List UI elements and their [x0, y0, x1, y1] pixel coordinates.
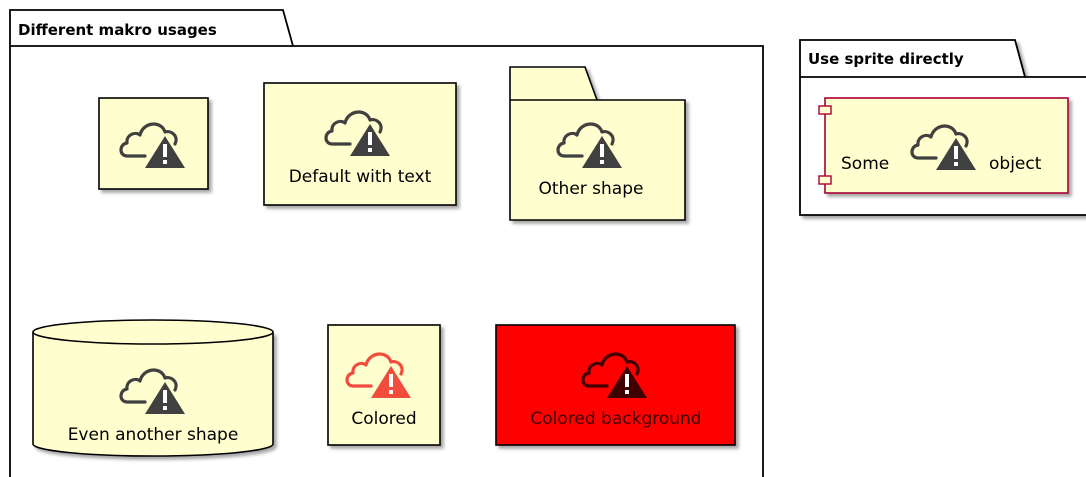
rectangle-node: Default with text	[263, 82, 457, 206]
node-label-before: Some	[841, 154, 889, 174]
node-label: Colored	[351, 409, 416, 429]
component-node: Some object	[818, 97, 1069, 194]
node-label: Colored background	[530, 409, 701, 429]
folder-node: Other shape	[509, 66, 686, 221]
rectangle-node: Colored	[327, 324, 441, 446]
rectangle-node	[98, 97, 209, 190]
package-title: Different makro usages	[18, 21, 217, 39]
database-node: Even another shape	[32, 319, 274, 457]
rectangle-node: Colored background	[495, 324, 736, 446]
package-title: Use sprite directly	[808, 50, 964, 68]
node-label-after: object	[989, 154, 1042, 174]
node-label: Even another shape	[68, 425, 239, 445]
node-label: Other shape	[539, 179, 644, 199]
node-label: Default with text	[289, 167, 432, 187]
